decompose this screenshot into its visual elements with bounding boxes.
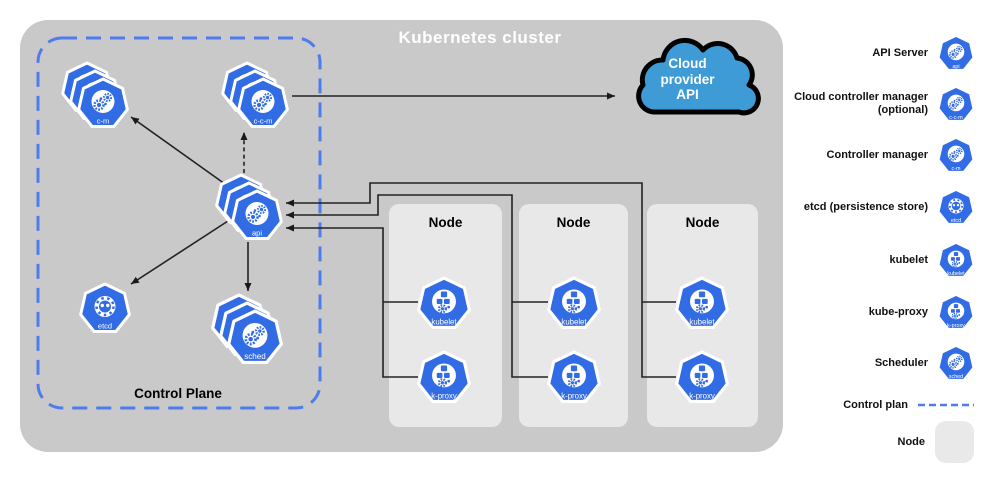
icon-label: k-proxy — [561, 391, 587, 400]
legend-row-control-plan: Control plan — [762, 395, 974, 415]
icon-label: api — [952, 64, 959, 70]
legend-row-scheduler: Scheduler sched — [762, 344, 975, 382]
hexagon-layer: kubelet — [547, 276, 601, 330]
node-swatch — [935, 421, 974, 463]
hexagon-layer: c-m — [77, 77, 129, 129]
icon-label: etcd — [98, 322, 112, 331]
icon-label: kubelet — [947, 271, 965, 277]
cluster-title: Kubernetes cluster — [398, 28, 562, 47]
legend-row-etcd: etcd (persistence store) etcd — [762, 188, 975, 226]
hexagon-layer: k-proxy — [417, 350, 471, 404]
cloud-controller-manager-icon: c-c-m — [221, 61, 289, 129]
legend-sched-icon: sched — [937, 344, 975, 382]
legend-api-icon: api — [937, 34, 975, 72]
node-title: Node — [556, 215, 591, 230]
icon-label: c-c-m — [254, 117, 273, 126]
api-server-icon: api — [215, 173, 283, 241]
hexagon-layer: sched — [937, 344, 975, 382]
hexagon-layer: etcd — [79, 282, 131, 334]
legend-row-node: Node — [762, 421, 974, 463]
hexagon-layer: kubelet — [937, 241, 975, 279]
scheduler-icon: sched — [211, 293, 283, 365]
hexagon-layer: k-proxy — [547, 350, 601, 404]
legend-kubelet-icon: kubelet — [937, 241, 975, 279]
kube-proxy-icon-node1: k-proxy — [417, 350, 471, 404]
hexagon-layer: api — [937, 34, 975, 72]
hexagon-layer: kubelet — [675, 276, 729, 330]
legend-etcd-icon: etcd — [937, 188, 975, 226]
icon-label: api — [252, 229, 262, 238]
cloud-provider-api: Cloud provider API — [615, 30, 761, 125]
icon-label: c-m — [97, 117, 110, 126]
hexagon-layer: c-c-m — [937, 85, 975, 123]
icon-label: kubelet — [561, 317, 587, 326]
hexagon-layer: kubelet — [417, 276, 471, 330]
hexagon-layer: k-proxy — [937, 293, 975, 331]
icon-label: kubelet — [689, 317, 715, 326]
kubelet-icon-node1: kubelet — [417, 276, 471, 330]
hexagon-layer: c-c-m — [237, 77, 289, 129]
node-title: Node — [428, 215, 463, 230]
kubelet-icon-node2: kubelet — [547, 276, 601, 330]
icon-label: c-m — [952, 166, 961, 172]
kubelet-icon-node3: kubelet — [675, 276, 729, 330]
legend-kube-proxy-icon: k-proxy — [937, 293, 975, 331]
icon-label: k-proxy — [431, 391, 457, 400]
hexagon-layer: api — [231, 189, 283, 241]
icon-label: etcd — [951, 218, 961, 224]
control-plane-label: Control Plane — [134, 386, 222, 401]
control-plane-dash-sample — [918, 403, 974, 407]
etcd-icon: etcd — [79, 282, 131, 334]
cloud-label: Cloud provider API — [660, 56, 715, 102]
kube-proxy-icon-node3: k-proxy — [675, 350, 729, 404]
kube-proxy-icon-node2: k-proxy — [547, 350, 601, 404]
hexagon-layer: sched — [227, 309, 283, 365]
legend-ccm-icon: c-c-m — [937, 85, 975, 123]
icon-label: sched — [949, 374, 963, 380]
icon-label: c-c-m — [949, 115, 963, 121]
icon-label: k-proxy — [689, 391, 715, 400]
cloud-icon — [636, 38, 761, 116]
legend-row-kubelet: kubelet kubelet — [762, 241, 975, 279]
legend-row-cloud-controller-manager: Cloud controller manager (optional) c-c-… — [762, 85, 975, 123]
controller-manager-icon: c-m — [61, 61, 129, 129]
legend-row-api-server: API Server api — [762, 34, 975, 72]
legend-cm-icon: c-m — [937, 136, 975, 174]
hexagon-layer: c-m — [937, 136, 975, 174]
legend-row-kube-proxy: kube-proxy k-proxy — [762, 293, 975, 331]
hexagon-layer: k-proxy — [675, 350, 729, 404]
node-title: Node — [685, 215, 720, 230]
legend-row-controller-manager: Controller manager c-m — [762, 136, 975, 174]
icon-label: kubelet — [431, 317, 457, 326]
hexagon-layer: etcd — [937, 188, 975, 226]
icon-label: sched — [244, 352, 266, 361]
icon-label: k-proxy — [947, 323, 965, 329]
